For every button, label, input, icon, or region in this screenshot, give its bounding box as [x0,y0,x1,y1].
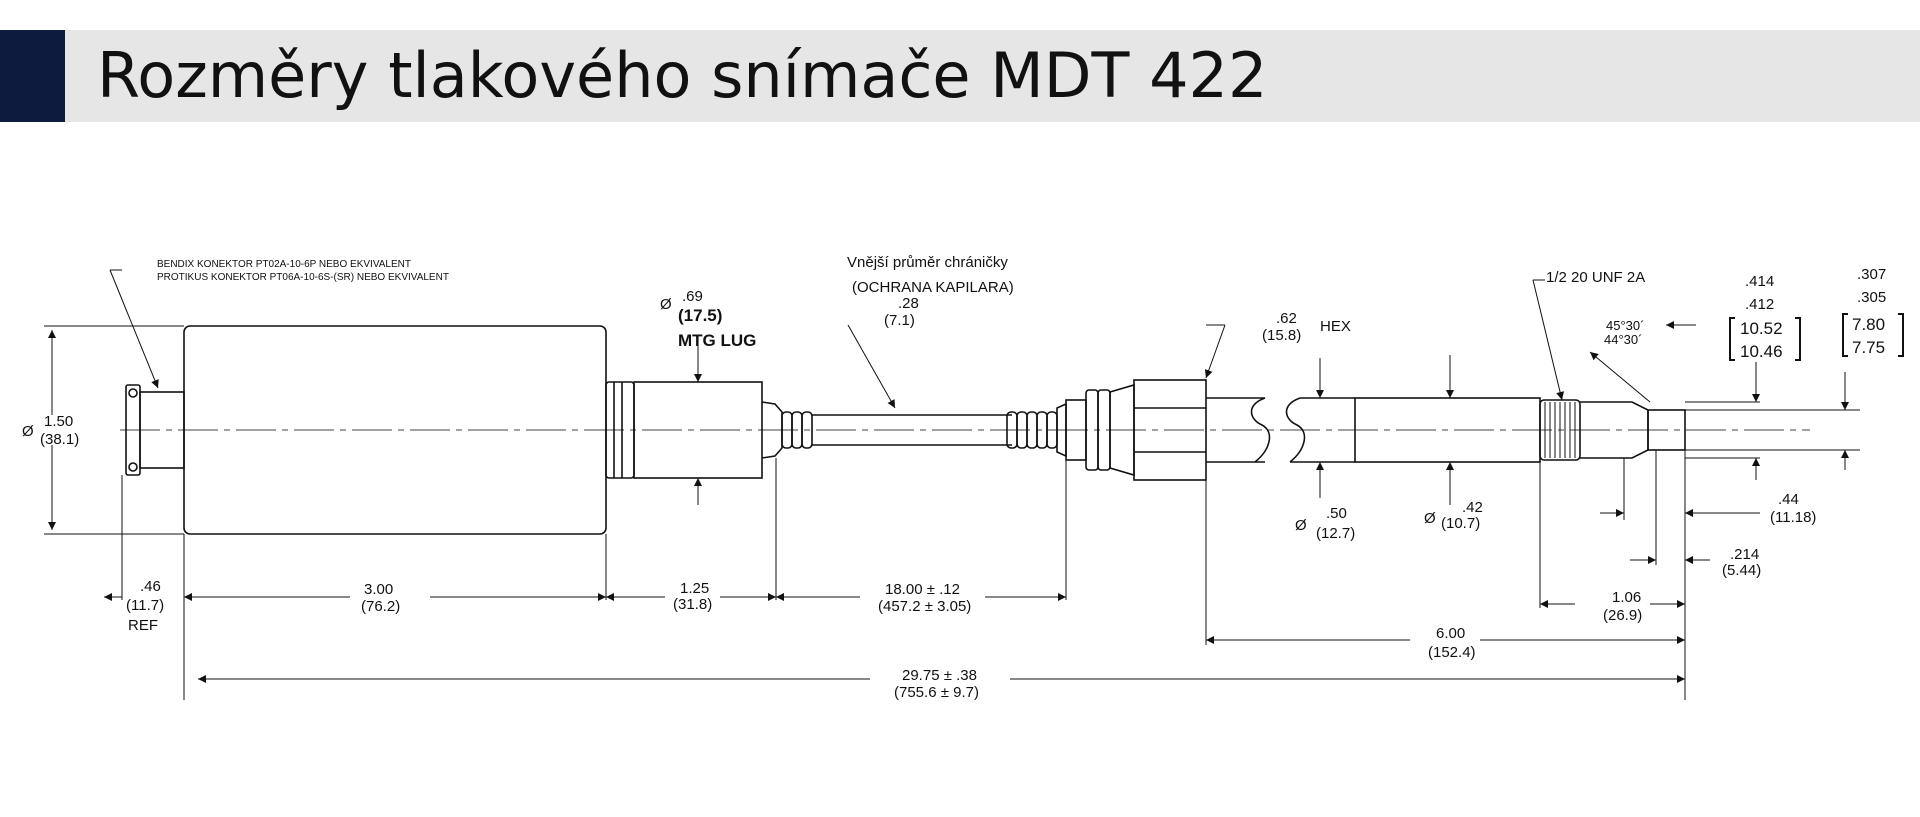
angle-label-2: 44°30´ [1604,332,1642,347]
hex-062-in: .62 [1276,310,1297,327]
page-title: Rozměry tlakového snímače MDT 422 [97,39,1268,112]
thread-hatching [1544,402,1576,458]
dia-050-mm: (12.7) [1316,525,1355,542]
dia-150-symbol: Ø [22,423,34,440]
tip-307-in-b: .305 [1857,289,1886,306]
len-300-in: 3.00 [364,581,393,598]
dia-042-symbol: Ø [1424,510,1436,527]
dia-069-in: .69 [682,288,703,305]
connector-note-1: BENDIX KONEKTOR PT02A-10-6P NEBO EKVIVAL… [157,259,411,270]
title-accent-block [0,30,65,122]
len-214-mm: (5.44) [1722,562,1761,579]
len-125-mm: (31.8) [673,596,712,613]
dia-050-symbol: Ø [1295,517,1307,534]
dia-028-mm: (7.1) [884,312,915,329]
tip-414-mm-b: 10.46 [1740,342,1783,361]
dia-150-mm: (38.1) [40,431,79,448]
len-600-in: 6.00 [1436,625,1465,642]
threaded-section [1539,399,1581,461]
tip-307-mm-b: 7.75 [1852,338,1885,357]
thread-label: 1/2 20 UNF 2A [1546,269,1645,286]
len-214-in: .214 [1730,546,1759,563]
ref-label: REF [128,617,158,634]
len-300-mm: (76.2) [361,598,400,615]
connector-note-2: PROTIKUS KONEKTOR PT06A-10-6S-(SR) NEBO … [157,272,449,283]
len-2975-mm: (755.6 ± 9.7) [894,684,979,701]
tip-307-brackets [1842,313,1904,357]
dia-069-mm: (17.5) [678,306,722,325]
tip-307-mm-a: 7.80 [1852,315,1885,334]
hex-062-mm: (15.8) [1262,327,1301,344]
tip-414-mm-a: 10.52 [1740,319,1783,338]
len-106-mm: (26.9) [1603,607,1642,624]
len-2975-in: 29.75 ± .38 [902,667,977,684]
mtg-lug-label: MTG LUG [678,331,756,350]
dia-028-in: .28 [898,295,919,312]
sheath-label-1: Vnější průměr chráničky [847,254,1008,271]
ref-046-mm: (11.7) [126,597,164,614]
angle-label-1: 45°30´ [1606,318,1644,333]
len-1800-in: 18.00 ± .12 [885,581,960,598]
ref-046-in: .46 [140,578,161,595]
len-600-mm: (152.4) [1428,644,1476,661]
sensor-outline [125,325,1686,535]
dia-069-symbol: Ø [660,296,672,313]
tip-414-in-a: .414 [1745,273,1774,290]
title-bar: Rozměry tlakového snímače MDT 422 [0,30,1920,122]
tip-414-in-b: .412 [1745,296,1774,313]
tip-307-in-a: .307 [1857,266,1886,283]
dia-050-in: .50 [1326,505,1347,522]
dia-150-in: 1.50 [44,413,73,430]
len-1800-mm: (457.2 ± 3.05) [878,598,971,615]
dia-042-mm: (10.7) [1441,515,1480,532]
len-106-in: 1.06 [1612,589,1641,606]
sheath-label-2: (OCHRANA KAPILARA) [852,279,1014,296]
len-044-mm: (11.18) [1770,509,1816,526]
len-125-in: 1.25 [680,580,709,597]
dimension-lines [44,269,1860,700]
len-044-in: .44 [1778,491,1799,508]
tip-414-brackets [1729,317,1801,361]
dia-042-in: .42 [1462,499,1483,516]
hex-label: HEX [1320,318,1351,335]
